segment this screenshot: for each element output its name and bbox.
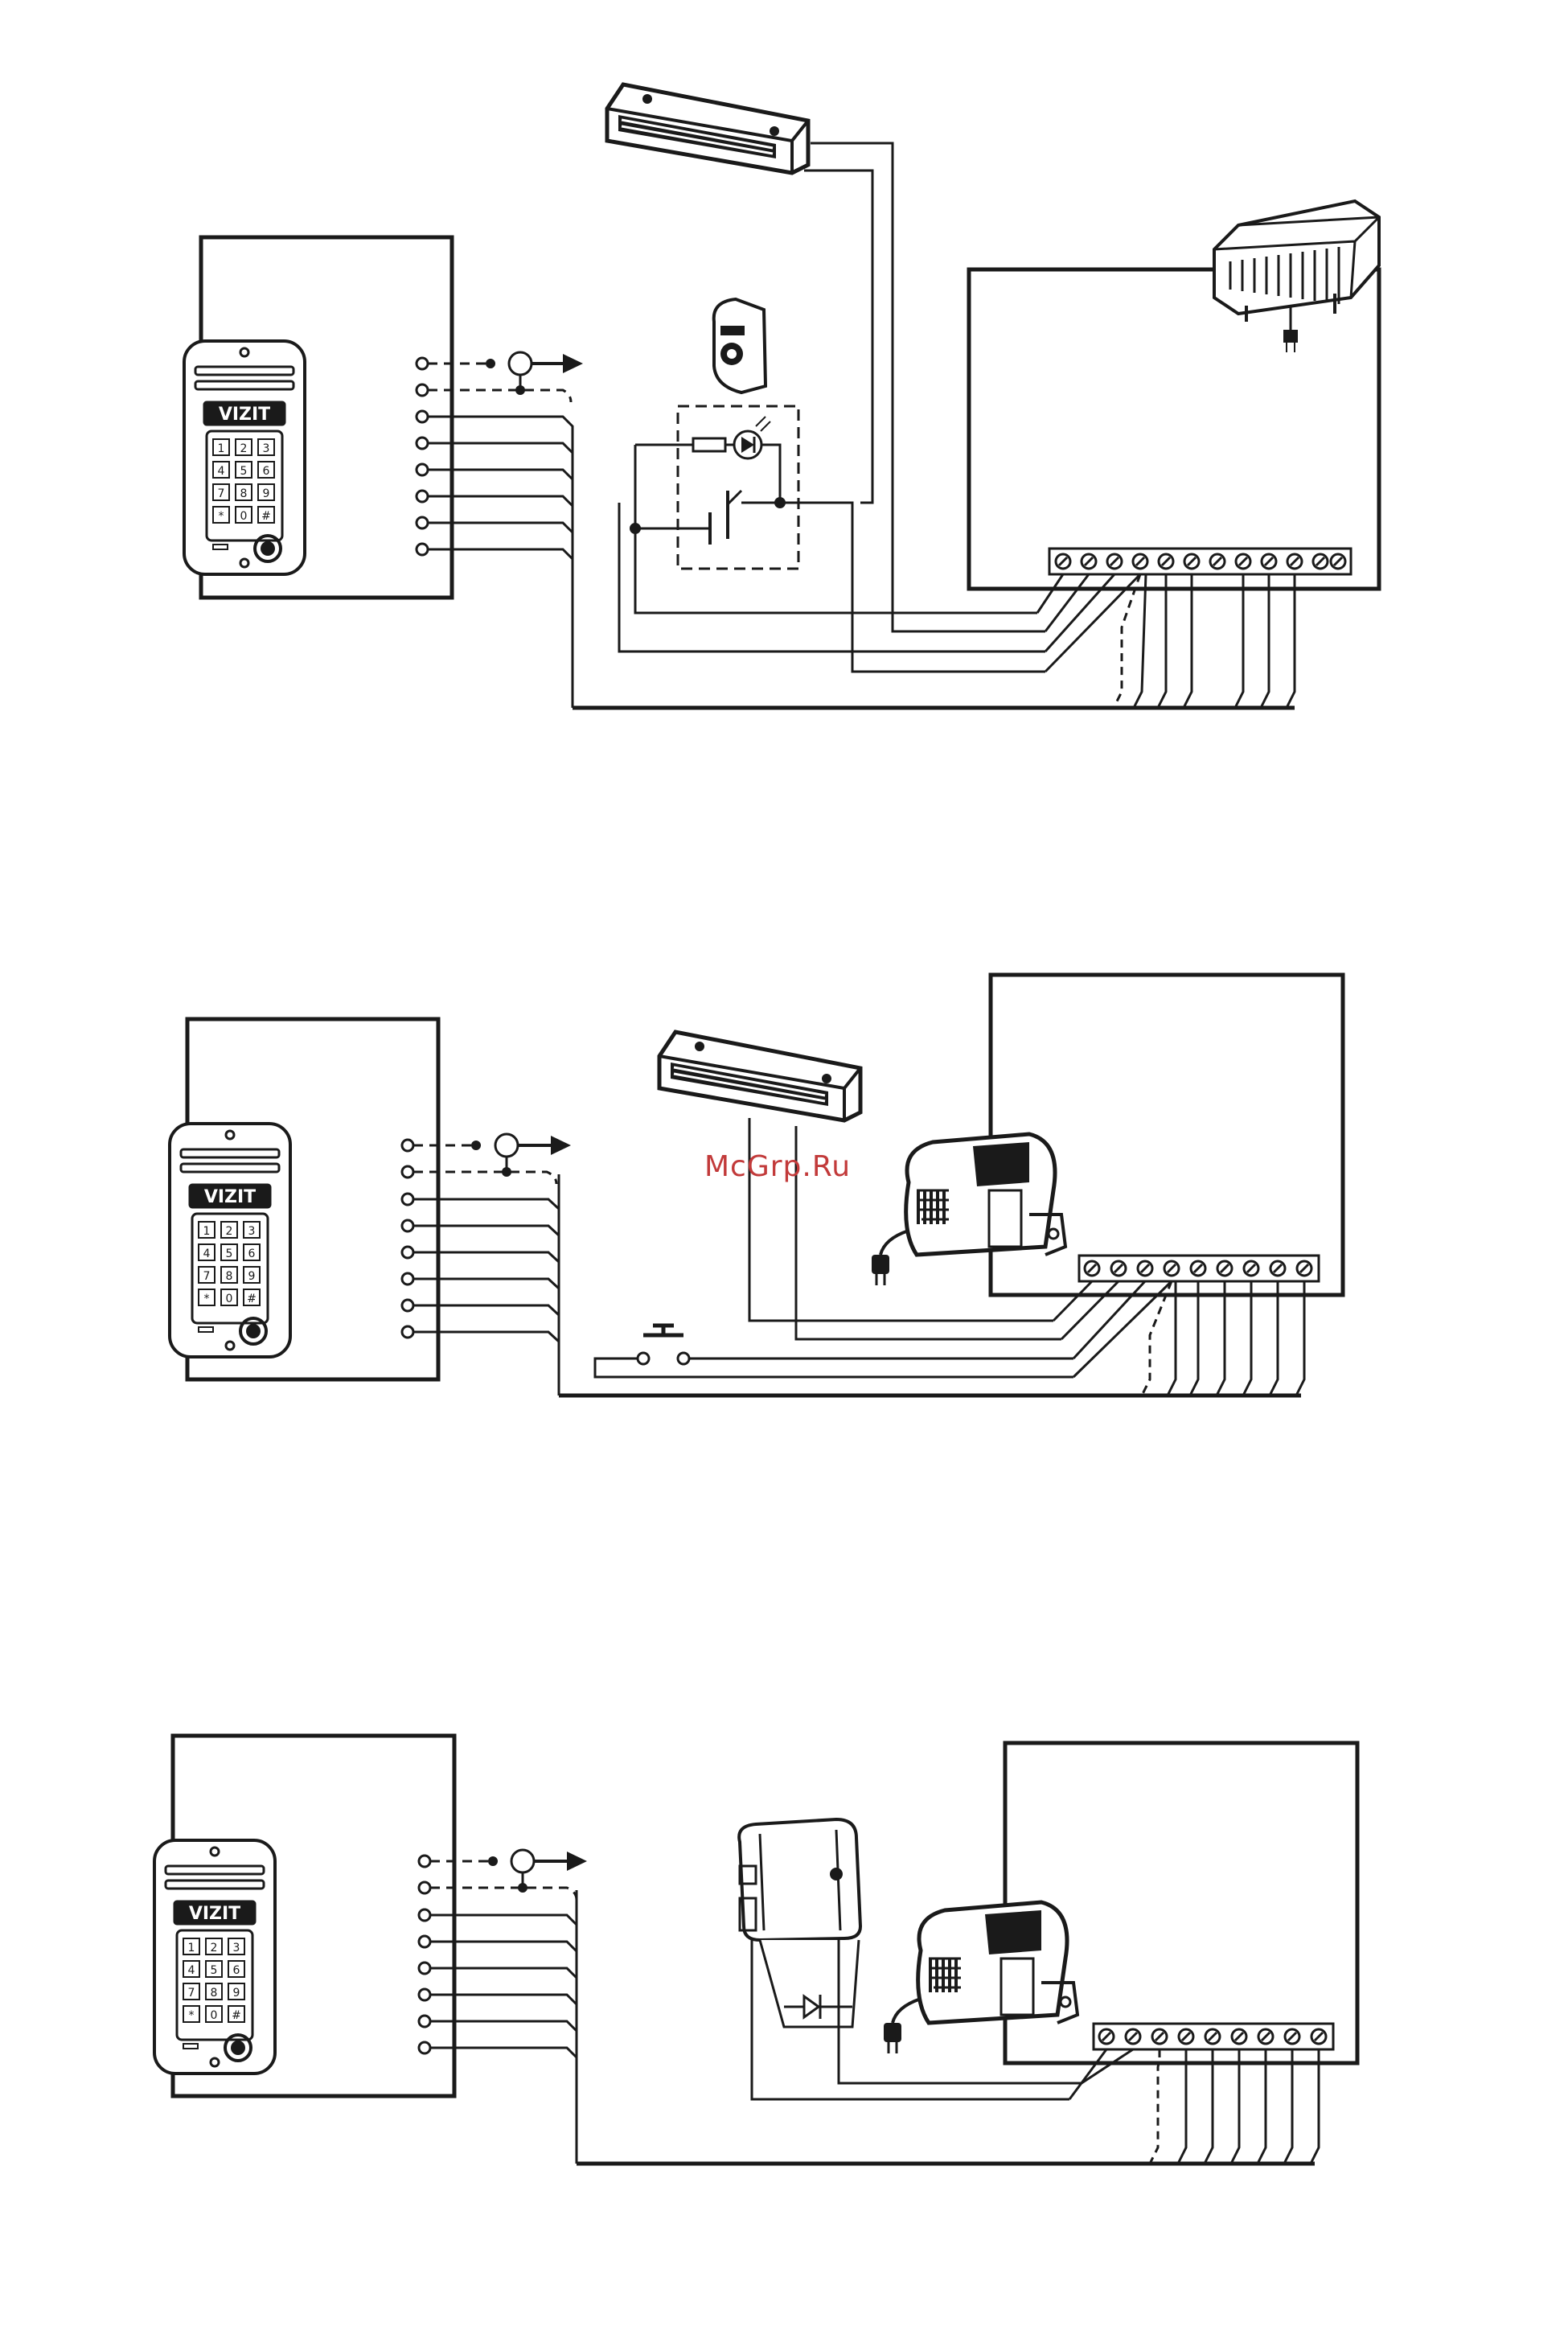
keypad-key-label: 3 — [263, 442, 270, 455]
call-panel: VIZIT — [154, 1840, 275, 2074]
keypad-key-label: 7 — [203, 1270, 211, 1283]
keypad-key-label: 2 — [211, 1942, 218, 1954]
call-panel: VIZIT — [184, 341, 305, 574]
panel-contacts — [417, 358, 428, 555]
scheme-2: VIZIT — [170, 975, 1343, 1395]
keypad-key-label: # — [247, 1293, 257, 1305]
power-supply-icon — [1214, 201, 1379, 352]
keypad-key-label: 6 — [233, 1964, 240, 1977]
keypad-key-label: 3 — [248, 1225, 256, 1238]
controller-box — [969, 269, 1379, 589]
keypad-key-label: 5 — [226, 1247, 233, 1260]
keypad-key-label: 1 — [218, 442, 225, 455]
keypad-key-label: 1 — [203, 1225, 211, 1238]
keypad-key-label: # — [261, 510, 271, 523]
keypad-key-label: 7 — [218, 487, 225, 500]
electromechanical-lock-icon — [739, 1819, 860, 2027]
keypad-key-label: 8 — [211, 1987, 218, 2000]
power-supply-icon — [884, 1902, 1077, 2053]
keypad-key-label: 3 — [233, 1942, 240, 1954]
keypad-key-label: 9 — [263, 487, 270, 500]
keypad-key-label: 7 — [188, 1987, 195, 2000]
keypad-key-label: 9 — [233, 1987, 240, 2000]
keypad-key-label: 9 — [248, 1270, 256, 1283]
panel-contacts — [402, 1140, 413, 1338]
keypad-key-label: * — [219, 510, 224, 523]
power-supply-icon — [872, 1134, 1065, 1285]
keypad-key-label: * — [189, 2009, 195, 2022]
scheme-1: VIZIT — [184, 84, 1379, 708]
keypad-key-label: 0 — [240, 510, 248, 523]
terminal-block — [1099, 2029, 1326, 2044]
keypad-key-label: 5 — [211, 1964, 218, 1977]
watermark: McGrp.Ru — [704, 1150, 851, 1183]
brand-label: VIZIT — [204, 1187, 256, 1207]
keypad-key-label: * — [204, 1293, 210, 1305]
keypad-key-label: 4 — [218, 465, 225, 478]
keypad-key-label: # — [232, 2009, 241, 2022]
keypad-key-label: 8 — [226, 1270, 233, 1283]
exit-button-icon — [714, 299, 766, 393]
keypad-key-label: 5 — [240, 465, 248, 478]
keypad-key-label: 4 — [203, 1247, 211, 1260]
keypad-key-label: 6 — [263, 465, 270, 478]
plug-icon — [1283, 330, 1298, 343]
keypad-key-label: 4 — [188, 1964, 195, 1977]
magnetic-lock-icon — [659, 1032, 860, 1120]
exit-button-icon — [638, 1326, 689, 1364]
brand-label: VIZIT — [189, 1904, 240, 1924]
brand-label: VIZIT — [219, 405, 270, 425]
panel-contacts — [419, 1856, 430, 2053]
call-panel: VIZIT — [170, 1124, 290, 1357]
terminal-block — [1085, 1261, 1311, 1276]
magnetic-lock-icon — [607, 84, 808, 173]
keypad-key-label: 1 — [188, 1942, 195, 1954]
keypad-key-label: 2 — [226, 1225, 233, 1238]
keypad-key-label: 0 — [226, 1293, 233, 1305]
keypad-key-label: 8 — [240, 487, 248, 500]
keypad-key-label: 0 — [211, 2009, 218, 2022]
scheme-3: VIZIT — [154, 1736, 1357, 2164]
keypad-key-label: 6 — [248, 1247, 256, 1260]
keypad-key-label: 2 — [240, 442, 248, 455]
